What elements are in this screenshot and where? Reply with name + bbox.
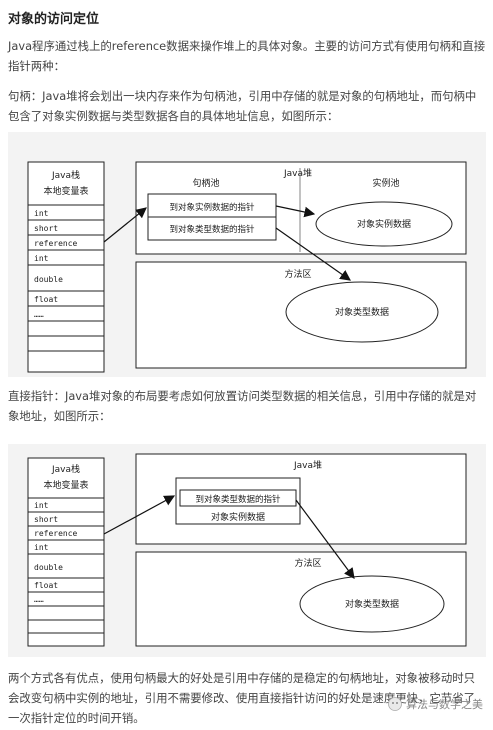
direct-pointer-diagram: Java栈 本地变量表 int short reference int doub… bbox=[8, 444, 486, 657]
stack-row: …… bbox=[34, 595, 44, 604]
java-stack-table: Java栈 本地变量表 int short reference int doub… bbox=[27, 457, 105, 647]
stack-row: double bbox=[34, 563, 63, 572]
stack-row: int bbox=[34, 501, 49, 510]
heap-label: Java堆 bbox=[293, 460, 322, 471]
instance-pool-label: 实例池 bbox=[372, 177, 399, 189]
stack-subtitle: 本地变量表 bbox=[43, 185, 88, 197]
type-pointer-arrow bbox=[295, 499, 355, 579]
handle-pool-label: 句柄池 bbox=[192, 177, 219, 189]
watermark-text: 算法与数学之美 bbox=[406, 698, 483, 711]
reference-arrow bbox=[103, 495, 176, 535]
stack-row: …… bbox=[34, 310, 44, 319]
type-pointer-label: 到对象类型数据的指针 bbox=[195, 494, 281, 505]
stack-title: Java栈 bbox=[51, 463, 80, 475]
wechat-icon bbox=[388, 697, 402, 711]
reference-arrow bbox=[103, 207, 147, 243]
instance-data-label: 对象实例数据 bbox=[357, 218, 411, 230]
section-heading: 对象的访问定位 bbox=[8, 12, 100, 27]
stack-row: int bbox=[34, 254, 49, 263]
stack-row: double bbox=[34, 275, 63, 284]
stack-row: short bbox=[34, 224, 58, 233]
stack-row: short bbox=[34, 515, 58, 524]
type-pointer-label: 到对象类型数据的指针 bbox=[169, 224, 255, 235]
type-data-label: 对象类型数据 bbox=[345, 598, 399, 610]
stack-row: float bbox=[34, 295, 58, 304]
handle-access-diagram: Java栈 本地变量表 int short reference int doub… bbox=[8, 132, 486, 377]
stack-row: float bbox=[34, 581, 58, 590]
stack-row: int bbox=[34, 543, 49, 552]
stack-title: Java栈 bbox=[51, 169, 80, 181]
stack-row: reference bbox=[34, 529, 78, 538]
intro-paragraph: Java程序通过栈上的reference数据来操作堆上的具体对象。主要的访问方式… bbox=[8, 39, 486, 73]
type-data-label: 对象类型数据 bbox=[335, 306, 389, 318]
method-area: 方法区 对象类型数据 bbox=[135, 261, 467, 369]
direct-paragraph: 直接指针：Java堆对象的布局要考虑如何放置访问类型数据的相关信息，引用中存储的… bbox=[8, 389, 477, 423]
stack-row: reference bbox=[34, 239, 78, 248]
type-pointer-arrow bbox=[275, 227, 351, 281]
instance-data-label: 对象实例数据 bbox=[211, 511, 265, 523]
stack-subtitle: 本地变量表 bbox=[43, 479, 88, 491]
java-heap: Java堆 句柄池 实例池 到对象实例数据的指针 到对象类型数据的指针 对象实例… bbox=[135, 161, 467, 255]
java-stack-table: Java栈 本地变量表 int short reference int doub… bbox=[27, 161, 105, 373]
method-area-label: 方法区 bbox=[294, 557, 321, 569]
handle-paragraph: 句柄：Java堆将会划出一块内存来作为句柄池，引用中存储的就是对象的句柄地址，而… bbox=[8, 89, 477, 123]
conclusion-paragraph: 两个方式各有优点，使用句柄最大的好处是引用中存储的是稳定的句柄地址，对象被移动时… bbox=[8, 671, 476, 725]
instance-pointer-arrow bbox=[275, 205, 316, 218]
method-area: 方法区 对象类型数据 bbox=[135, 551, 467, 647]
instance-pointer-label: 到对象实例数据的指针 bbox=[169, 202, 255, 213]
method-area-label: 方法区 bbox=[284, 268, 311, 280]
stack-row: int bbox=[34, 209, 49, 218]
watermark: 算法与数学之美 bbox=[388, 696, 483, 712]
java-heap: Java堆 到对象类型数据的指针 对象实例数据 bbox=[135, 453, 467, 545]
heap-label: Java堆 bbox=[283, 168, 312, 179]
